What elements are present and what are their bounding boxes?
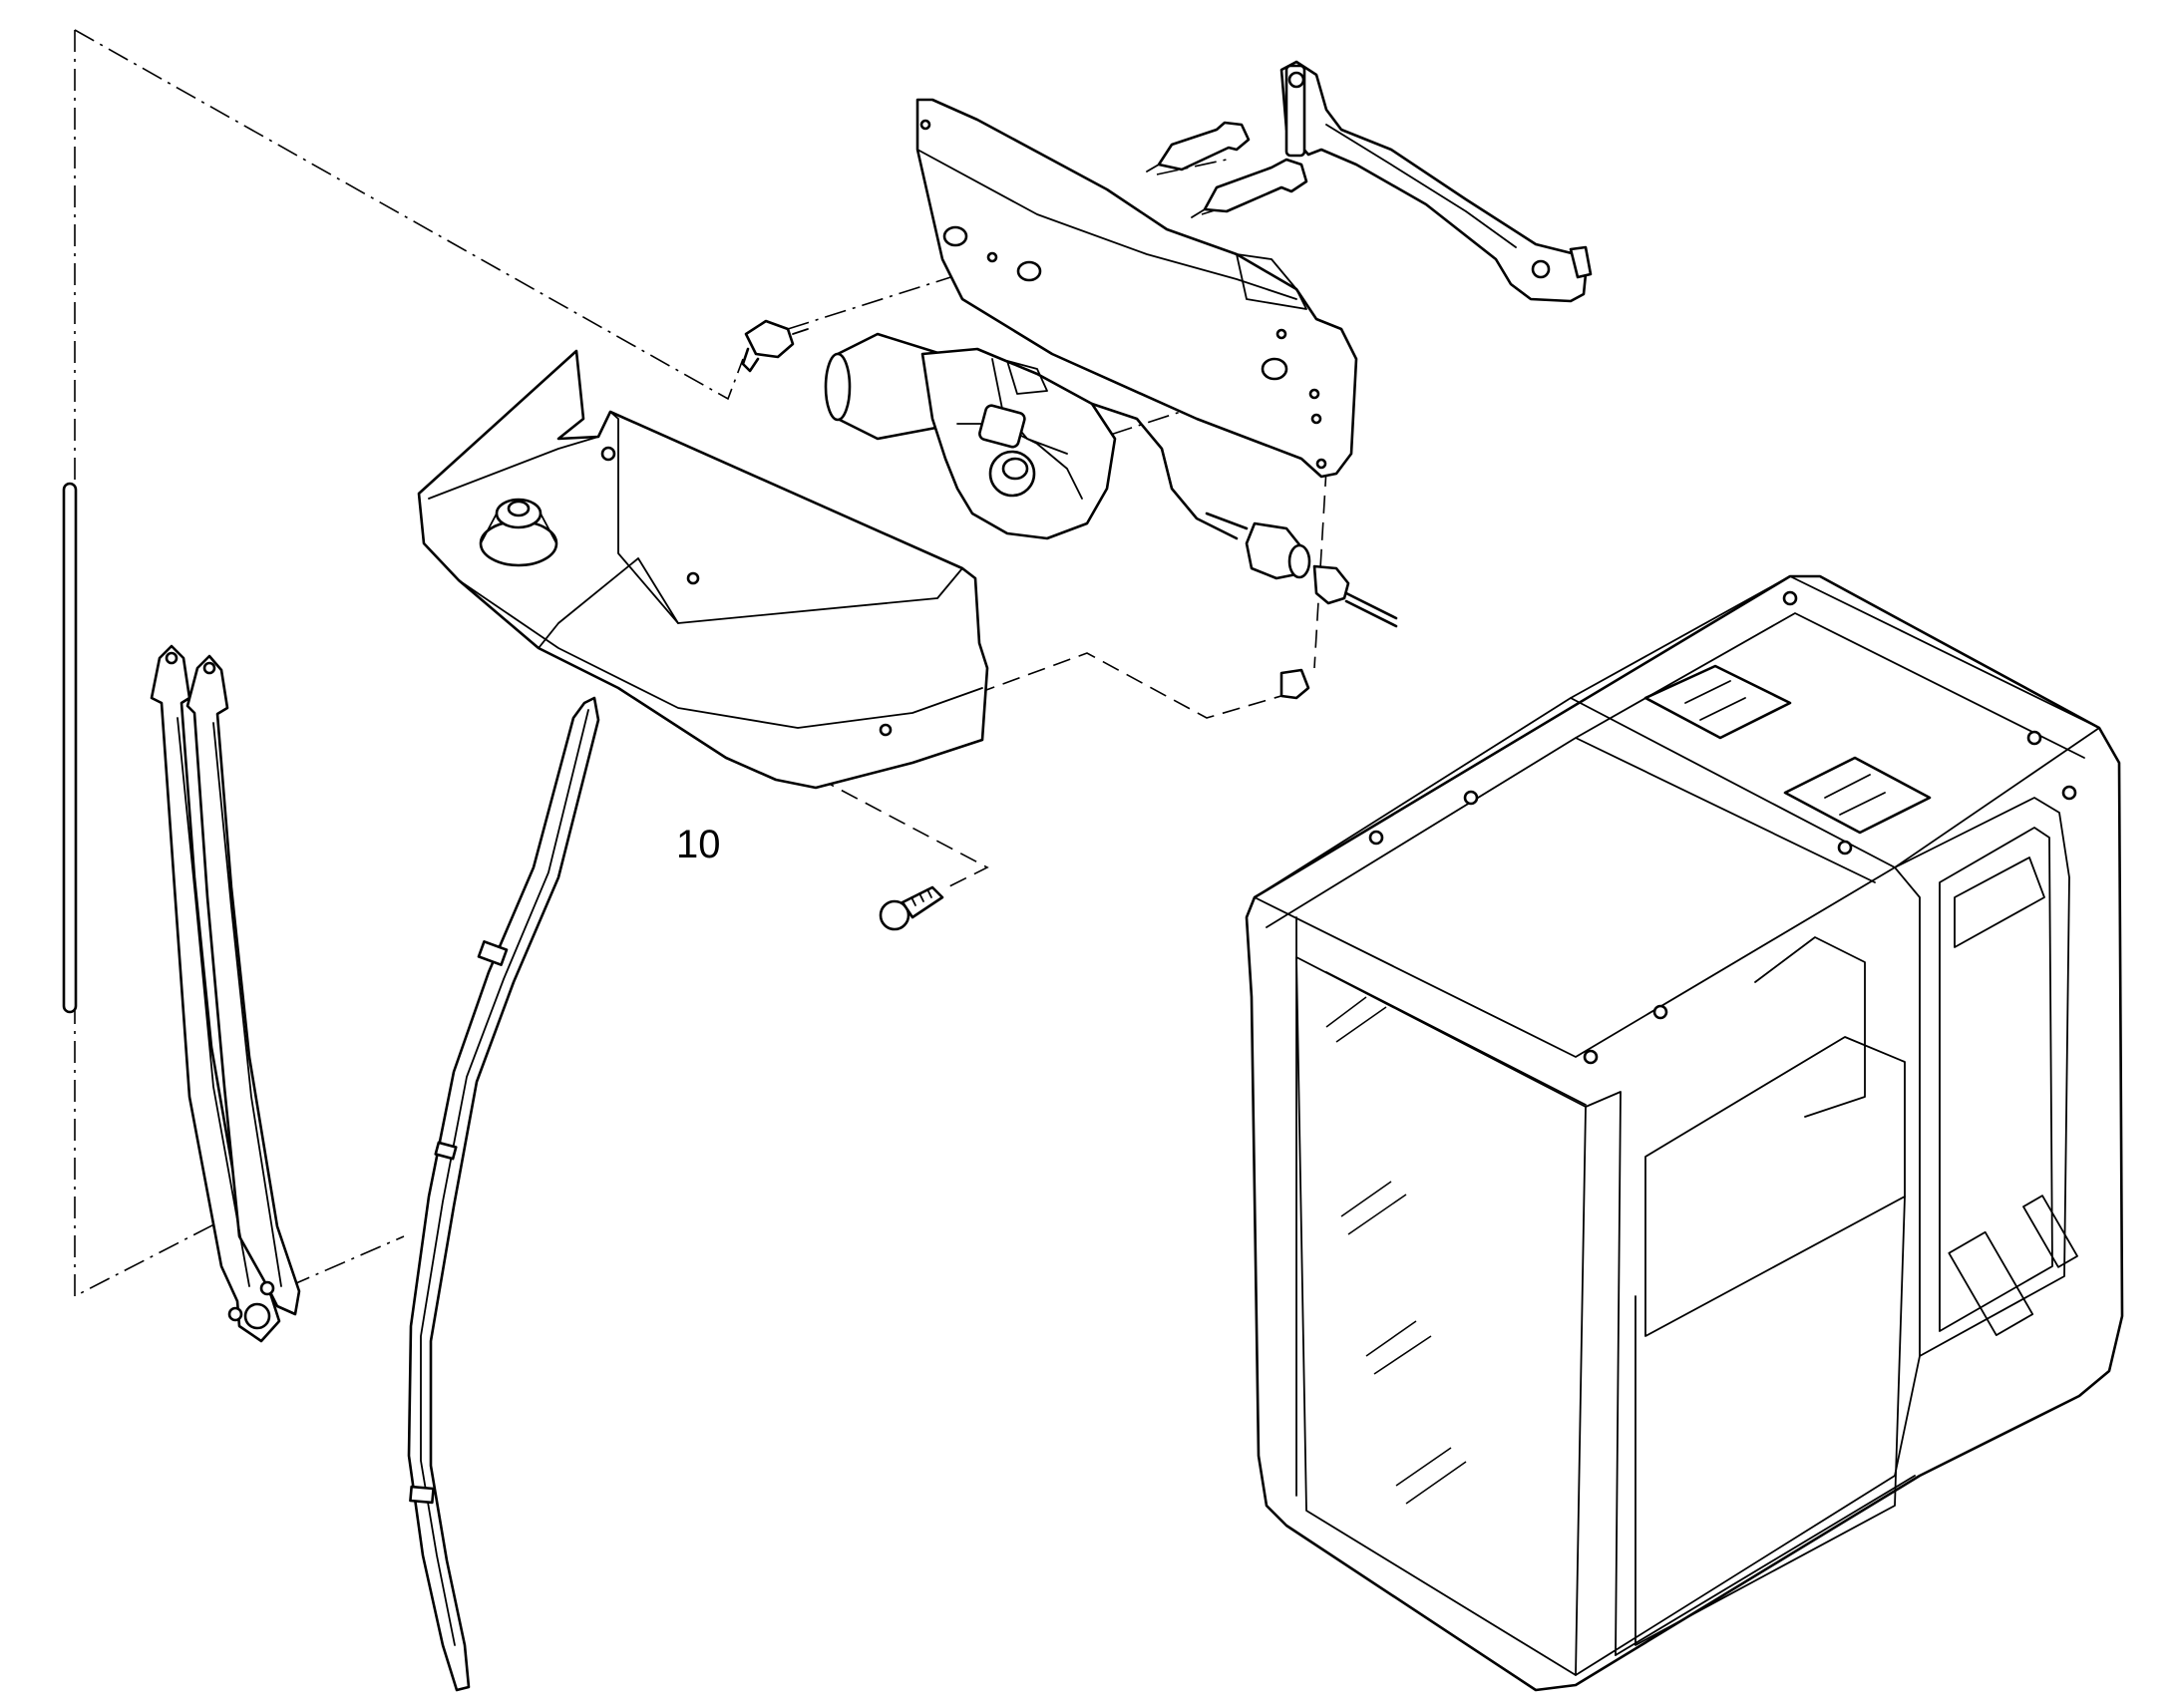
assembly-leader-lines <box>74 29 1327 1298</box>
washer-rod <box>62 482 78 1014</box>
motor-mounting-plate <box>915 98 1358 479</box>
retaining-clip <box>1279 668 1310 700</box>
glass-reflections <box>1325 996 1467 1505</box>
wiper-linkage <box>1279 60 1593 303</box>
operator-cab <box>1245 574 2124 1692</box>
washer-nozzle <box>741 319 809 373</box>
linkage-pins <box>1146 121 1308 218</box>
mounting-screw <box>879 885 944 931</box>
wiring-connector <box>1205 512 1398 628</box>
callout-10: 10 <box>676 823 721 866</box>
wiper-motor <box>824 332 1239 540</box>
wiper-arm-pair <box>150 644 301 1343</box>
wiper-blade <box>407 696 600 1692</box>
motor-cover <box>417 349 989 790</box>
